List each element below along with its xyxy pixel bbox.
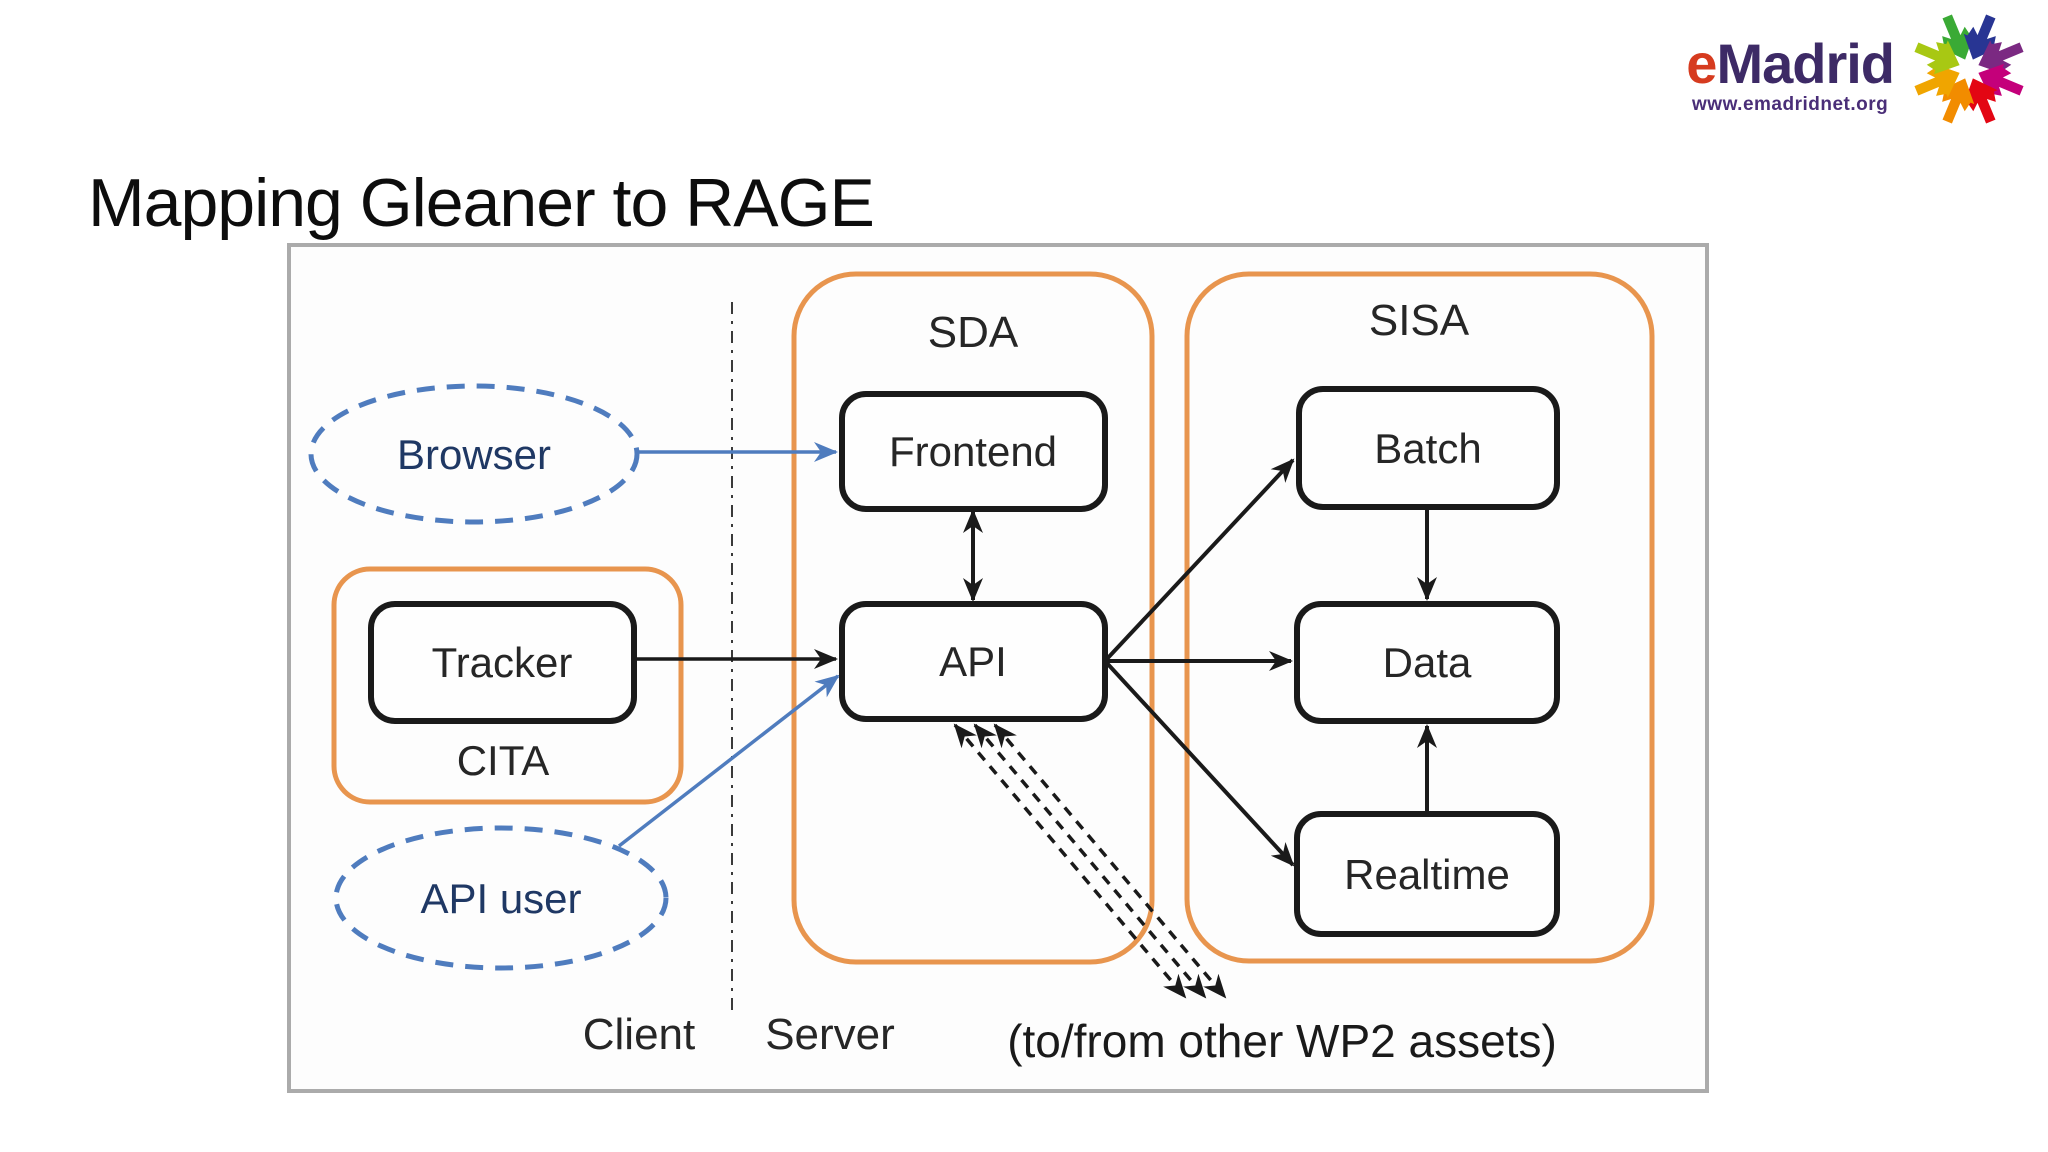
starburst-arrow bbox=[1963, 78, 1998, 124]
brand-rest: Madrid bbox=[1716, 32, 1895, 95]
client-zone-label: Client bbox=[583, 1010, 696, 1059]
starburst-arrow bbox=[1978, 40, 2024, 75]
api-label: API bbox=[939, 638, 1007, 685]
starburst-arrow bbox=[1914, 40, 1960, 75]
browser-label: Browser bbox=[397, 431, 551, 478]
sisa-container bbox=[1184, 271, 1655, 964]
api-node bbox=[839, 601, 1108, 722]
data-node bbox=[1294, 601, 1560, 724]
cita-container bbox=[331, 566, 684, 805]
edge-apiuser-to-api bbox=[617, 674, 840, 848]
sisa-label: SISA bbox=[1369, 296, 1470, 345]
browser-ellipse bbox=[308, 383, 640, 525]
emadrid-logo: eMadrid www.emadridnet.org bbox=[1686, 8, 2030, 130]
architecture-diagram: Browser API user CITA SDA SISA Tracker F… bbox=[308, 271, 1655, 1067]
diagram-frame: Browser API user CITA SDA SISA Tracker F… bbox=[287, 243, 1709, 1093]
edge-api-wp2-assets bbox=[953, 723, 1227, 999]
emadrid-url: www.emadridnet.org bbox=[1692, 94, 1889, 115]
emadrid-brand-name: eMadrid bbox=[1686, 36, 1895, 92]
realtime-node bbox=[1294, 811, 1560, 937]
batch-node bbox=[1296, 386, 1560, 510]
batch-label: Batch bbox=[1374, 425, 1481, 472]
edge-api-to-realtime bbox=[1103, 659, 1295, 867]
brand-letter-e: e bbox=[1686, 32, 1717, 95]
api-user-ellipse bbox=[333, 825, 669, 971]
api-user-label: API user bbox=[420, 875, 581, 922]
wp2-assets-annotation: (to/from other WP2 assets) bbox=[1007, 1015, 1557, 1067]
tracker-label: Tracker bbox=[432, 639, 573, 686]
wp2-dashed-arrow-2 bbox=[973, 723, 1207, 999]
realtime-label: Realtime bbox=[1344, 851, 1510, 898]
frontend-label: Frontend bbox=[889, 428, 1057, 475]
page-title: Mapping Gleaner to RAGE bbox=[88, 164, 875, 241]
emadrid-logo-text: eMadrid www.emadridnet.org bbox=[1686, 36, 1895, 116]
server-zone-label: Server bbox=[765, 1010, 895, 1059]
edge-api-to-batch bbox=[1103, 458, 1295, 663]
emadrid-starburst-icon bbox=[1914, 14, 2024, 124]
frontend-node bbox=[839, 391, 1108, 512]
tracker-node bbox=[368, 601, 637, 724]
sda-label: SDA bbox=[928, 308, 1019, 357]
cita-label: CITA bbox=[457, 737, 550, 784]
starburst-arrow bbox=[1914, 63, 1960, 98]
wp2-dashed-arrow-3 bbox=[993, 723, 1227, 999]
data-label: Data bbox=[1383, 639, 1472, 686]
